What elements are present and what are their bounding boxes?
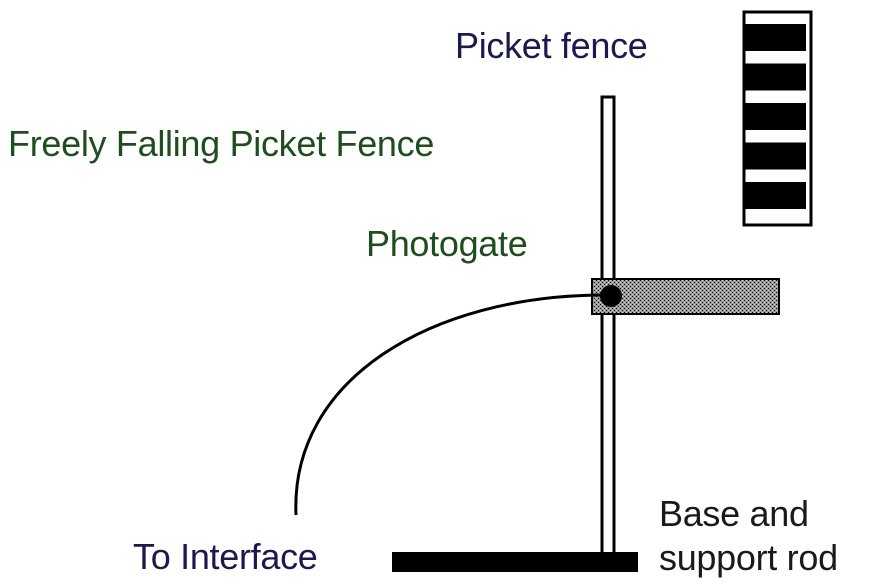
picket-fence-bands — [744, 24, 806, 209]
photogate-sensor — [600, 285, 622, 307]
picket-band-3 — [744, 103, 806, 130]
base-label-line2: support rod — [659, 537, 838, 578]
picket-band-1 — [744, 24, 806, 51]
picket-fence-label: Picket fence — [455, 25, 648, 66]
photogate-label: Photogate — [366, 223, 528, 264]
picket-band-5 — [744, 182, 806, 209]
diagram-title: Freely Falling Picket Fence — [8, 123, 435, 164]
support-rod — [600, 95, 616, 558]
base — [392, 552, 638, 572]
photogate-body — [591, 278, 780, 315]
base-support-rod-label: Base and support rod — [659, 492, 838, 580]
base-label-line1: Base and — [659, 493, 809, 534]
picket-band-2 — [744, 63, 806, 91]
to-interface-label: To Interface — [133, 536, 318, 577]
interface-cable — [294, 293, 606, 516]
picket-band-4 — [744, 142, 806, 170]
